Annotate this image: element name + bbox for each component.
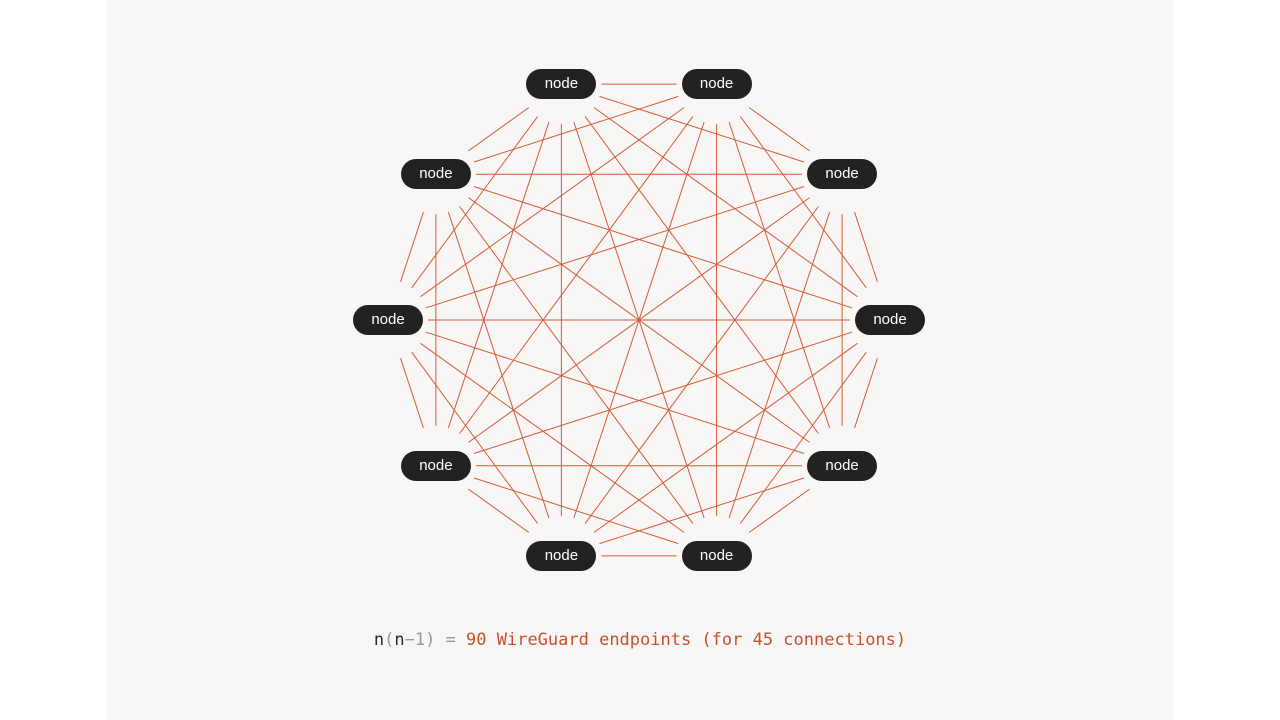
connection-line <box>411 351 539 524</box>
connection-line <box>473 331 853 454</box>
connection-line <box>473 95 679 163</box>
endpoint-formula: n(n−1) = 90 WireGuard endpoints (for 45 … <box>0 628 1280 652</box>
mesh-node: node <box>526 540 597 571</box>
formula-n-inner: n <box>394 630 405 650</box>
formula-minus-one: −1) <box>404 630 436 650</box>
formula-equals: = <box>435 630 467 650</box>
mesh-node: node <box>400 450 471 481</box>
connection-line <box>854 357 878 428</box>
diagram-panel <box>107 0 1173 720</box>
connection-line <box>748 488 810 533</box>
connection-line <box>425 331 805 454</box>
connection-line <box>748 107 810 152</box>
connection-line <box>468 488 530 533</box>
mesh-node: node <box>855 305 925 335</box>
connection-line <box>593 107 858 298</box>
mesh-node: node <box>807 450 878 481</box>
connection-line <box>447 212 550 519</box>
connection-line <box>425 186 805 309</box>
formula-n: n <box>373 630 385 650</box>
connection-line <box>593 342 858 533</box>
connection-line <box>473 477 679 545</box>
mesh-node: node <box>526 69 597 100</box>
connection-line <box>400 357 424 428</box>
mesh-node: node <box>681 69 752 100</box>
connection-line <box>728 121 831 428</box>
connection-line <box>599 477 805 545</box>
formula-paren-open: ( <box>384 630 395 650</box>
connection-line <box>473 186 853 309</box>
connection-line <box>459 206 694 524</box>
connection-line <box>400 212 424 283</box>
mesh-node: node <box>807 159 878 190</box>
mesh-node: node <box>400 159 471 190</box>
connection-line <box>420 342 685 533</box>
formula-result: 90 WireGuard endpoints (for 45 connectio… <box>466 630 907 650</box>
connection-line <box>420 107 685 298</box>
connection-line <box>468 197 810 443</box>
mesh-node: node <box>353 305 423 335</box>
connection-line <box>447 121 550 428</box>
mesh-node: node <box>681 540 752 571</box>
connection-line <box>468 107 530 152</box>
connection-line <box>728 212 831 519</box>
connection-line <box>854 212 878 283</box>
